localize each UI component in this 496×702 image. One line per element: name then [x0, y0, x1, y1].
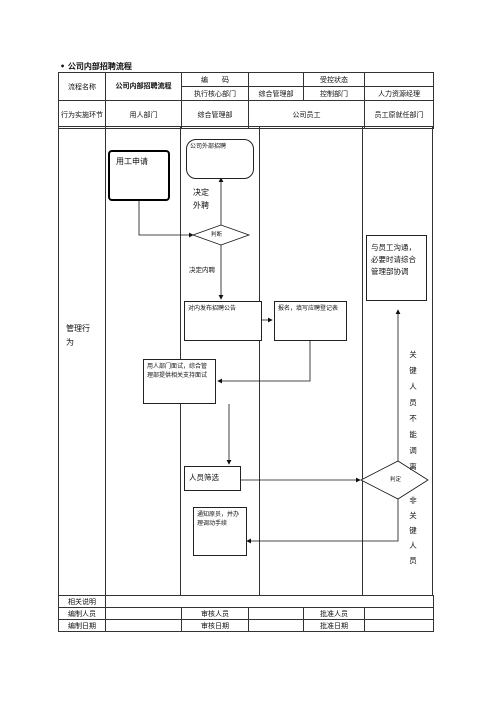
notes-value: [104, 595, 435, 608]
register-box: 报名，填写应聘登记表: [274, 301, 347, 341]
process-name-label: 流程名称: [58, 72, 106, 101]
doc-title: • 公司内部招聘流程: [60, 62, 132, 71]
author-label: 编制人员: [58, 607, 106, 620]
external-hire-box: 公司外部招聘: [186, 139, 254, 179]
key-staff-label: 关键人员不能调离: [409, 350, 417, 471]
bullet-icon: •: [60, 62, 68, 71]
row-label: 管理行为: [66, 324, 90, 347]
apply-box: 用工申请: [108, 150, 170, 201]
header-table: 流程名称 公司内部招聘流程 编 码 受控状态 执行核心部门 综合管理部 控制部门…: [58, 72, 434, 129]
notes-label: 相关说明: [58, 595, 106, 608]
confirm-label: 判定: [390, 477, 402, 483]
judge-diamond: [191, 224, 251, 246]
publish-box: 对内发布招聘公告: [184, 301, 262, 341]
communicate-box: 与员工沟通，必要时请综合管理部协调: [366, 235, 427, 301]
reviewer-value: [248, 607, 304, 620]
screen-box: 人员筛选: [184, 466, 241, 491]
author-date-value: [105, 619, 182, 632]
approver-label: 批准人员: [303, 607, 365, 620]
decide-external-label: 决定外聘: [193, 188, 209, 210]
approve-date-value: [363, 619, 435, 632]
interview-box: 用人部门面试，综合管理部提供相关支持面试: [143, 359, 216, 404]
review-date-label: 审核日期: [181, 619, 249, 632]
approve-date-label: 批准日期: [303, 619, 365, 632]
judge-label: 判断: [211, 232, 223, 238]
decide-internal-label: 决定内聘: [189, 266, 215, 274]
footer-table: 相关说明 编制人员 审核人员 批准人员 编制日期 审核日期 批准日期: [58, 595, 435, 632]
notify-box: 通知原员，并办理调动手续: [193, 507, 247, 556]
stage-label: 行为实施环节: [58, 100, 106, 129]
author-value: [105, 607, 182, 620]
review-date-value: [248, 619, 304, 632]
approver-value: [363, 607, 435, 620]
non-key-staff-label: 非关键人员: [409, 496, 417, 565]
arrow-register-to-interview: [217, 341, 311, 384]
confirm-diamond: [360, 460, 429, 500]
arrow-confirm-to-notify: [246, 499, 399, 544]
lane-divider: [180, 126, 260, 596]
reviewer-label: 审核人员: [181, 607, 249, 620]
lane-col4: 员工原就任部门: [364, 100, 434, 129]
lane-col1: 用人部门: [105, 100, 182, 129]
author-date-label: 编制日期: [58, 619, 106, 632]
lane-divider: [259, 126, 363, 596]
lane-divider: [58, 126, 106, 596]
arrow-apply-to-judge: [138, 201, 194, 238]
